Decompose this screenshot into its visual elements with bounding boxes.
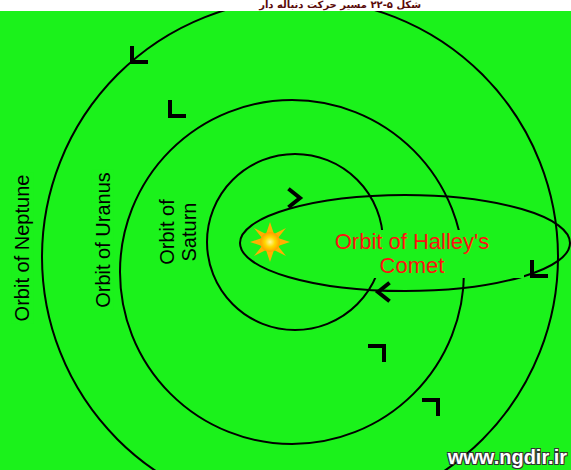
halley-orbit <box>240 195 570 291</box>
title-band: شکل ۵-۲۲ مسیر حرکت دنباله دار <box>0 0 571 11</box>
figure-title: شکل ۵-۲۲ مسیر حرکت دنباله دار <box>259 0 421 10</box>
sun-symbol <box>250 222 290 262</box>
orbit-label: Orbit of Saturn <box>156 184 200 280</box>
watermark: www.ngdir.ir <box>448 446 567 468</box>
orbit-label: Orbit of Neptune <box>11 173 33 324</box>
direction-arrows <box>132 48 546 414</box>
comet-label: Orbit of Halley's Comet <box>300 230 524 278</box>
orbit-label: Orbit of Uranus <box>92 170 114 310</box>
neptune-orbit <box>42 0 558 470</box>
